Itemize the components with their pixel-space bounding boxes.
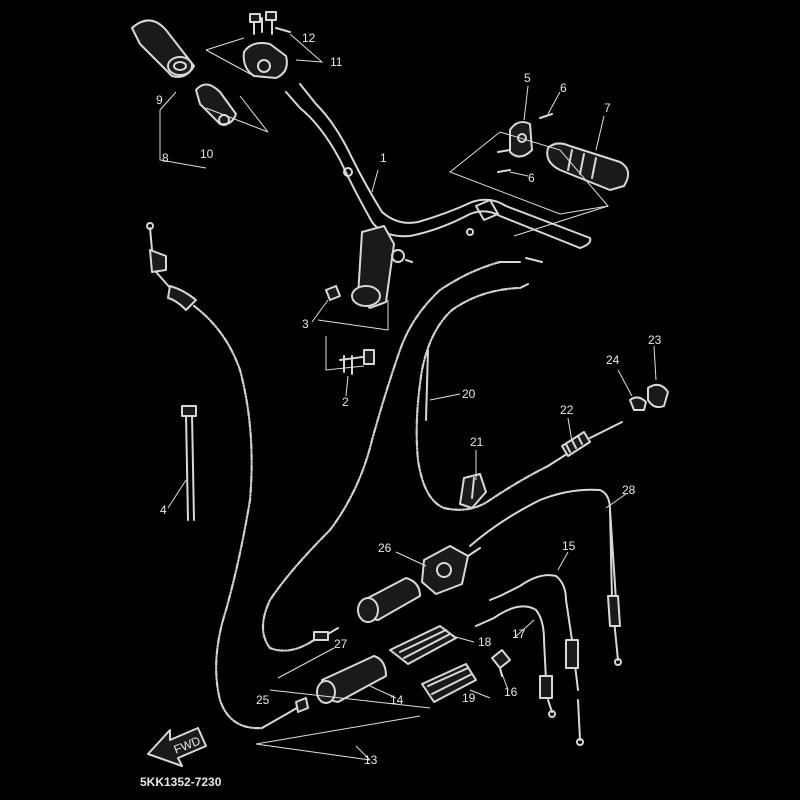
callout-23: 23 (648, 333, 662, 347)
callout-11: 11 (330, 55, 343, 69)
callout-5: 5 (524, 71, 531, 85)
callout-20: 20 (462, 387, 476, 401)
right-grip-assembly (449, 113, 630, 237)
callout-4: 4 (160, 503, 167, 517)
left-grip-assembly (131, 19, 269, 169)
throttle-housing (205, 11, 324, 79)
callout-3: 3 (302, 317, 309, 331)
throttle-cable (261, 257, 543, 652)
cover-19 (421, 663, 477, 703)
callout-9: 9 (156, 93, 163, 107)
callout-24: 24 (606, 353, 620, 367)
callout-28: 28 (622, 483, 636, 497)
brake-cable-front (146, 222, 309, 730)
callout-19: 19 (462, 691, 476, 705)
cover-18 (389, 625, 457, 665)
callout-14: 14 (390, 693, 404, 707)
callout-labels: 1 2 3 4 5 6 6 7 8 9 10 11 12 13 14 15 16… (156, 31, 662, 767)
callout-18: 18 (478, 635, 492, 649)
callout-16: 16 (504, 685, 518, 699)
callout-13: 13 (364, 753, 378, 767)
callout-1: 1 (380, 151, 387, 165)
cable-15 (489, 574, 584, 746)
callout-6a: 6 (560, 81, 567, 95)
cable-20 (415, 283, 550, 511)
callout-2: 2 (342, 395, 349, 409)
leader-lines (167, 85, 657, 761)
lever-bracket (317, 225, 413, 375)
joint-14 (316, 655, 387, 704)
fwd-arrow-icon: FWD (147, 727, 207, 767)
cable-28 (469, 488, 622, 666)
callout-12: 12 (302, 31, 316, 45)
callout-21: 21 (470, 435, 484, 449)
cable-tie (181, 405, 197, 521)
drawing-code: 5KK1352-7230 (140, 775, 222, 789)
callout-25: 25 (256, 693, 270, 707)
callout-15: 15 (562, 539, 576, 553)
callout-8: 8 (162, 151, 169, 165)
cable-17 (475, 605, 556, 718)
callout-7: 7 (604, 101, 611, 115)
callout-10: 10 (200, 147, 214, 161)
joint-pipe (357, 577, 421, 623)
adjuster-cable (547, 383, 669, 467)
cable-holder-26 (421, 545, 481, 595)
callout-22: 22 (560, 403, 574, 417)
handlebar (285, 83, 592, 249)
callout-6b: 6 (528, 171, 535, 185)
callout-27: 27 (334, 637, 348, 651)
callout-17: 17 (512, 627, 526, 641)
callout-26: 26 (378, 541, 392, 555)
